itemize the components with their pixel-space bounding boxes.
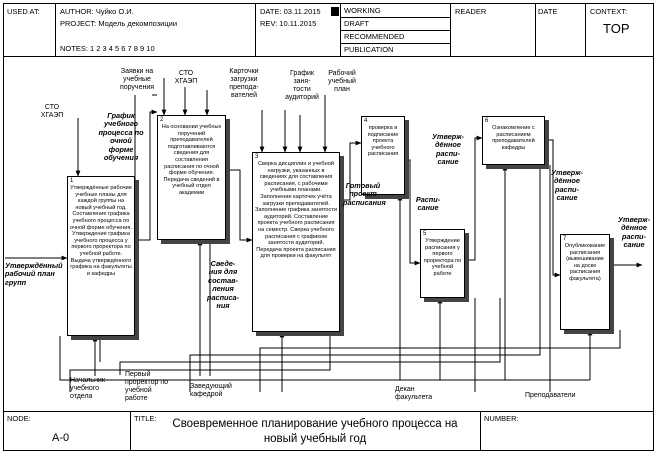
- notes-field: NOTES: 1 2 3 4 5 6 7 8 9 10: [60, 44, 155, 53]
- prepodavateli-label: Преподаватели: [525, 392, 576, 399]
- grafik-label: График учебного процесса по очной форме …: [98, 111, 144, 162]
- used-at-label: USED AT:: [7, 7, 40, 16]
- output-raspisanie-label: Утверж- дённое распи- сание: [618, 215, 650, 250]
- context-top: TOP: [603, 21, 630, 36]
- diagram-title: Своевременное планирование учебного проц…: [172, 418, 458, 445]
- working-status-mark: [331, 7, 339, 16]
- rev-field: REV: 10.11.2015: [260, 19, 317, 28]
- node-value: А-0: [52, 432, 70, 444]
- input-plan-label: Утверждённый рабочий план групп: [5, 261, 63, 287]
- prorektor-label: Первый проректор по учебной работе: [125, 371, 169, 403]
- box-text: Ознакомление с расписанием преподавателе…: [492, 125, 535, 151]
- rab-plan-label: Рабочий учебный план: [328, 70, 356, 94]
- number-label: NUMBER:: [484, 414, 519, 423]
- box-text: проверка и подписание проекта учебного р…: [367, 125, 399, 158]
- box-text: На основании учебных поручений преподава…: [161, 124, 222, 196]
- reader-date-label: DATE: [538, 7, 558, 16]
- activity-box-3[interactable]: 3 Сверка дисциплин и учебной нагрузки, у…: [252, 152, 340, 332]
- reader-label: READER: [455, 7, 487, 16]
- kartochki-label: Карточки загрузки препода- вателей: [229, 68, 259, 100]
- box-number: 1: [70, 178, 74, 184]
- zayavki-label: Заявки на учебные поручения: [119, 68, 155, 92]
- activity-box-6[interactable]: 6 Ознакомление с расписанием преподавате…: [482, 116, 545, 165]
- box-number: 6: [485, 118, 489, 124]
- svedenia-label: Сведе- ния для состав- ления расписа- ни…: [207, 259, 240, 310]
- activity-box-7[interactable]: 7 Опубликование расписания (вывешивание …: [560, 234, 610, 330]
- grafik-zanyatosti-label: График заня- тости аудиторий: [285, 70, 319, 102]
- box-number: 5: [423, 231, 427, 237]
- box-text: Сверка дисциплин и учебной нагрузки, ука…: [255, 161, 337, 260]
- activity-box-5[interactable]: 5 Утверждение расписания у первого проре…: [420, 229, 465, 298]
- date-field: DATE: 03.11.2015: [260, 7, 321, 16]
- box-number: 7: [563, 236, 567, 242]
- box-text: Утверждённые рабочие учебные планы для к…: [70, 185, 132, 277]
- publication-label: PUBLICATION: [344, 45, 394, 54]
- utv-raspisanie-1-label: Утверж- дённое распи- сание: [432, 132, 464, 167]
- node-label: NODE:: [7, 414, 31, 423]
- cto-1-label: СТО ХГАЭП: [40, 104, 64, 120]
- activity-box-1[interactable]: 1 Утверждённые рабочие учебные планы для…: [67, 176, 135, 336]
- box-text: Утверждение расписания у первого прорект…: [423, 238, 462, 277]
- box-text: Опубликование расписания (вывешивание на…: [564, 243, 606, 282]
- recommended-label: RECOMMENDED: [344, 32, 405, 41]
- author-field: AUTHOR: Чуйко О.И.: [60, 7, 134, 16]
- working-label: WORKING: [344, 6, 381, 15]
- dekan-label: Декан факультета: [395, 386, 433, 402]
- cto-2-label: СТО ХГАЭП: [174, 70, 198, 86]
- box-number: 3: [255, 154, 259, 160]
- project-field: PROJECT: Модель декомпозиции: [60, 19, 178, 28]
- gotovy-proekt-label: Готовый проект расписания: [343, 181, 386, 207]
- box-number: 4: [364, 118, 368, 124]
- activity-box-4[interactable]: 4 проверка и подписание проекта учебного…: [361, 116, 405, 195]
- nachalnik-label: Начальник учебного отдела: [70, 377, 105, 401]
- draft-label: DRAFT: [344, 19, 369, 28]
- box-number: 2: [160, 117, 164, 123]
- title-label: TITLE:: [134, 414, 157, 423]
- activity-box-2[interactable]: 2 На основании учебных поручений препода…: [157, 115, 226, 240]
- zaveduyushchiy-label: Заведующий кафедрой: [190, 383, 232, 399]
- utv-raspisanie-2-label: Утверж- дённое распи- сание: [551, 168, 583, 203]
- raspisanie-label: Распи- сание: [415, 195, 441, 213]
- context-label: CONTEXT:: [590, 7, 628, 16]
